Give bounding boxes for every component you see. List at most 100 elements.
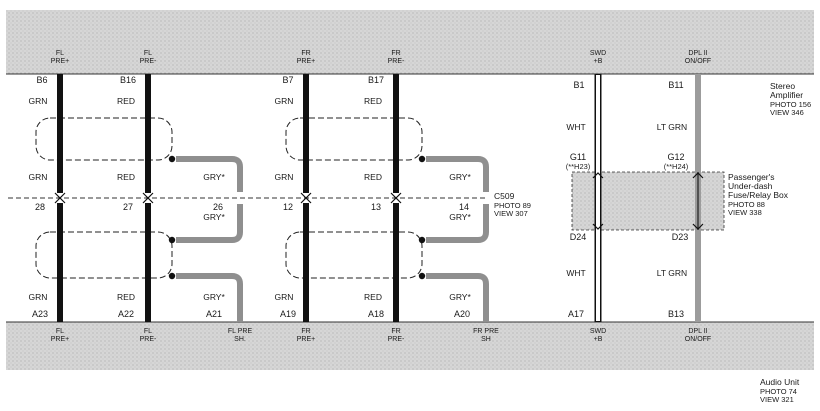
bottom-pin-label: A17	[568, 309, 584, 319]
shield-junction-dot	[418, 272, 426, 280]
audio-unit-view: VIEW 321	[760, 395, 794, 404]
fuse-box-photo: PHOTO 88	[728, 200, 765, 209]
wire-color-label: GRY*	[203, 292, 225, 302]
shield-drain-fl-mid	[176, 204, 243, 243]
wire-color-label: WHT	[566, 122, 585, 132]
wire-color-label: GRN	[29, 172, 48, 182]
wire-color-label: LT GRN	[657, 122, 687, 132]
bottom-pin-label: A20	[454, 309, 470, 319]
fuse-pin-label: D24	[570, 232, 587, 242]
wire-color-label: GRY*	[449, 292, 471, 302]
bottom-signal-label: FL PRE	[228, 328, 253, 335]
wire-color-label: RED	[117, 292, 135, 302]
top-signal-label: FL	[144, 50, 152, 57]
shield-junction-dot	[168, 236, 176, 244]
top-signal-label: PRE+	[297, 58, 315, 65]
bottom-pin-label: A19	[280, 309, 296, 319]
top-signal-label: PRE+	[51, 58, 69, 65]
fuse-box-label: Under-dash	[728, 181, 773, 191]
fuse-box-view: VIEW 338	[728, 208, 762, 217]
wire-dpl-on-off	[692, 74, 704, 322]
wire-color-label: GRN	[275, 172, 294, 182]
stereo-amplifier-photo: PHOTO 156	[770, 100, 811, 109]
bottom-signal-label: FR	[301, 328, 310, 335]
shield-junction-dot	[418, 155, 426, 163]
top-signal-label: SWD	[590, 50, 606, 57]
bottom-signal-label: PRE+	[51, 336, 69, 343]
bottom-pin-label: A21	[206, 309, 222, 319]
top-signal-label: PRE-	[140, 58, 157, 65]
wire-color-label: GRN	[275, 292, 294, 302]
wire-color-label: LT GRN	[657, 268, 687, 278]
top-signal-label: FR	[391, 50, 400, 57]
shield-drain-fl-lower	[176, 273, 243, 322]
fuse-pin-label: D23	[672, 232, 689, 242]
top-pin-label: B7	[282, 75, 293, 85]
shield-fr-lower	[285, 231, 423, 279]
wire-fr-pre-minus	[390, 74, 402, 322]
wire-color-label: RED	[117, 172, 135, 182]
shield-fl-upper	[35, 117, 173, 161]
fuse-pin-label: G12	[667, 152, 684, 162]
c509-pin-label: 28	[35, 202, 45, 212]
stereo-amplifier-label: Stereo	[770, 81, 795, 91]
wire-swd-plus-b	[592, 74, 604, 322]
top-pin-label: B1	[573, 80, 584, 90]
top-signal-label: DPL II	[688, 50, 707, 57]
wire-color-label: GRY*	[203, 172, 225, 182]
wire-color-label: RED	[364, 96, 382, 106]
bottom-signal-label: SH.	[234, 336, 246, 343]
bottom-signal-label: PRE+	[297, 336, 315, 343]
top-signal-label: FL	[56, 50, 64, 57]
wire-color-label: GRY*	[203, 212, 225, 222]
bottom-signal-label: DPL II	[688, 328, 707, 335]
wire-color-label: GRN	[275, 96, 294, 106]
bottom-pin-label: A18	[368, 309, 384, 319]
shield-junction-dot	[168, 272, 176, 280]
wire-fr-pre-plus	[300, 74, 312, 322]
wire-color-label: GRY*	[449, 172, 471, 182]
fuse-pin-label: G11	[570, 152, 586, 162]
stereo-amplifier-label: Amplifier	[770, 90, 803, 100]
top-pin-label: B11	[668, 80, 683, 90]
c509-pin-label: 13	[371, 202, 381, 212]
shield-drain-fr-lower	[426, 273, 489, 322]
c509-label: C509	[494, 191, 515, 201]
wire-fl-pre-minus	[142, 74, 154, 322]
top-pin-label: B17	[368, 75, 384, 85]
shield-junction-dot	[168, 155, 176, 163]
audio-unit-photo: PHOTO 74	[760, 387, 797, 396]
fuse-pin-note: (**H24)	[664, 162, 689, 171]
top-signal-label: ON/OFF	[685, 58, 711, 65]
bottom-signal-label: FL	[144, 328, 152, 335]
top-signal-label: PRE-	[388, 58, 405, 65]
wire-color-label: RED	[117, 96, 135, 106]
c509-pin-label: 12	[283, 202, 293, 212]
shield-fr-upper	[285, 117, 423, 161]
fuse-box-label: Fuse/Relay Box	[728, 190, 789, 200]
bottom-signal-label: SWD	[590, 328, 606, 335]
shield-drain-fr-mid	[426, 204, 489, 243]
c509-photo: PHOTO 89	[494, 201, 531, 210]
shield-junction-dot	[418, 236, 426, 244]
top-pin-label: B16	[120, 75, 136, 85]
shield-fl-lower	[35, 231, 173, 279]
wire-color-label: GRN	[29, 292, 48, 302]
wire-color-label: RED	[364, 172, 382, 182]
top-pin-label: B6	[36, 75, 47, 85]
stereo-amplifier-connector	[6, 10, 814, 74]
wire-color-label: RED	[364, 292, 382, 302]
bottom-signal-label: SH	[481, 336, 491, 343]
audio-unit-connector	[6, 322, 814, 370]
c509-pin-label: 27	[123, 202, 133, 212]
shield-drain-fl-upper	[176, 156, 243, 192]
c509-pin-label: 26	[213, 202, 223, 212]
fuse-pin-note: (**H23)	[566, 162, 591, 171]
bottom-signal-label: PRE-	[388, 336, 405, 343]
bottom-signal-label: FR	[391, 328, 400, 335]
top-signal-label: +B	[594, 58, 603, 65]
wire-color-label: GRY*	[449, 212, 471, 222]
wire-fl-pre-plus	[54, 74, 66, 322]
wire-color-label: GRN	[29, 96, 48, 106]
